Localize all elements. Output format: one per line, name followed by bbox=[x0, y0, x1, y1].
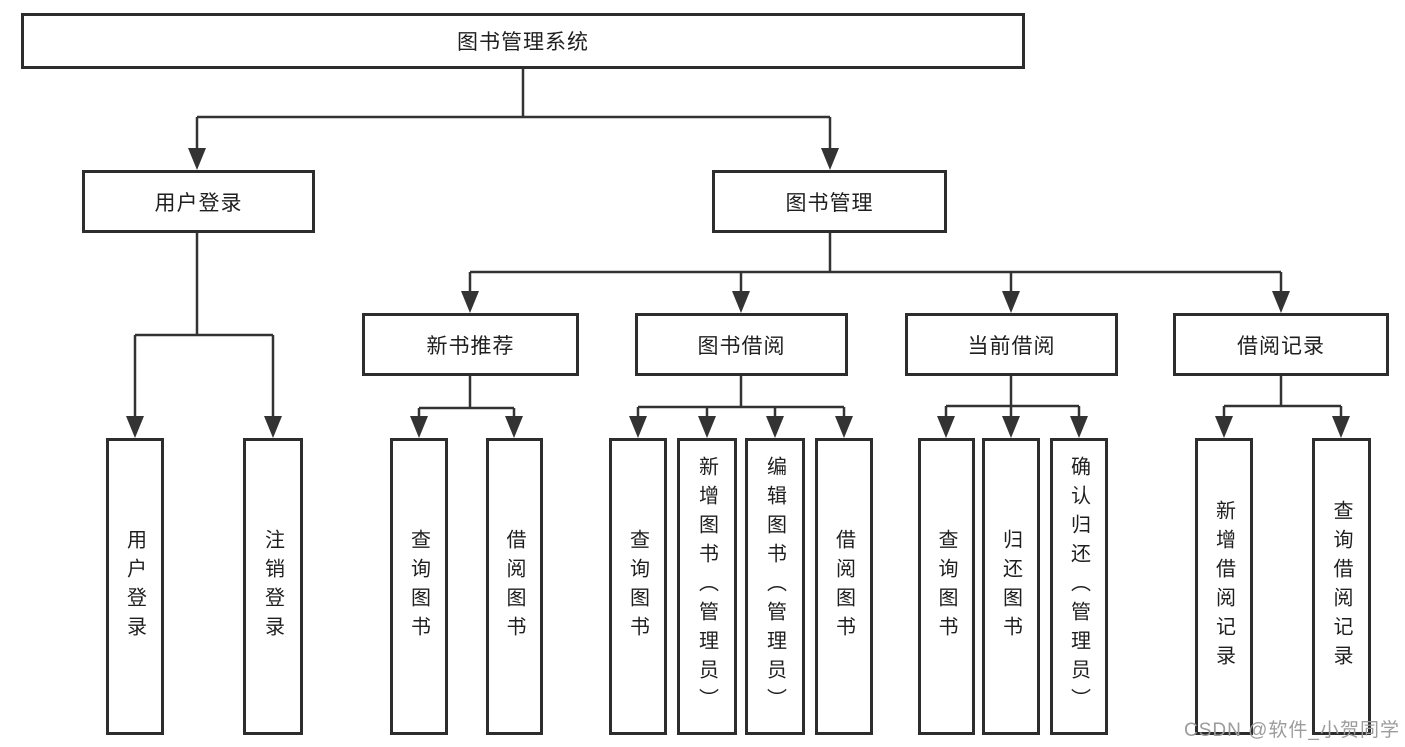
node-label: 新书推荐 bbox=[426, 334, 515, 358]
node-label: 借阅图书 bbox=[503, 528, 525, 645]
leaf-borrow-books: 借阅图书 bbox=[486, 438, 543, 735]
node-user-login: 用户登录 bbox=[82, 170, 315, 233]
node-label: 归还图书 bbox=[999, 528, 1022, 645]
leaf-confirm-return-admin: 确认归还（管理员） bbox=[1050, 438, 1108, 735]
leaf-query-books: 查询图书 bbox=[390, 438, 448, 735]
node-book-management: 图书管理 bbox=[712, 170, 947, 233]
node-label: 查询图书 bbox=[626, 528, 649, 645]
node-label: 借阅记录 bbox=[1237, 334, 1325, 358]
node-label: 图书管理系统 bbox=[457, 31, 589, 54]
node-system-root: 图书管理系统 bbox=[21, 13, 1025, 69]
node-borrowing-records: 借阅记录 bbox=[1173, 313, 1389, 376]
node-label: 编辑图书（管理员） bbox=[763, 456, 786, 717]
leaf-query-books: 查询图书 bbox=[609, 438, 667, 735]
node-label: 借阅图书 bbox=[832, 528, 855, 645]
node-label: 图书管理 bbox=[785, 191, 874, 215]
node-label: 新增图书（管理员） bbox=[695, 456, 718, 717]
node-label: 查询借阅记录 bbox=[1330, 499, 1352, 674]
arrowheads bbox=[126, 148, 1350, 438]
node-book-borrowing: 图书借阅 bbox=[635, 313, 848, 376]
leaf-user-login: 用户登录 bbox=[106, 438, 164, 735]
node-label: 图书借阅 bbox=[697, 334, 786, 358]
node-label: 用户登录 bbox=[154, 191, 243, 215]
leaf-add-borrow-record: 新增借阅记录 bbox=[1195, 438, 1253, 735]
node-label: 查询图书 bbox=[407, 528, 430, 645]
node-label: 确认归还（管理员） bbox=[1067, 456, 1090, 717]
node-new-book-recommend: 新书推荐 bbox=[362, 313, 579, 376]
csdn-watermark: CSDN @软件_小贺同学 bbox=[1184, 720, 1400, 741]
leaf-return-books: 归还图书 bbox=[982, 438, 1040, 735]
node-label: 用户登录 bbox=[123, 528, 146, 645]
leaf-query-books: 查询图书 bbox=[918, 438, 975, 735]
leaf-query-borrow-record: 查询借阅记录 bbox=[1312, 438, 1371, 735]
leaf-borrow-books: 借阅图书 bbox=[815, 438, 873, 735]
leaf-logout: 注销登录 bbox=[243, 438, 303, 735]
node-label: 注销登录 bbox=[261, 528, 284, 645]
node-label: 新增借阅记录 bbox=[1212, 499, 1235, 674]
node-current-borrowing: 当前借阅 bbox=[905, 313, 1118, 376]
node-label: 当前借阅 bbox=[967, 334, 1056, 358]
leaf-add-books-admin: 新增图书（管理员） bbox=[677, 438, 737, 735]
leaf-edit-books-admin: 编辑图书（管理员） bbox=[745, 438, 805, 735]
node-label: 查询图书 bbox=[935, 528, 957, 645]
